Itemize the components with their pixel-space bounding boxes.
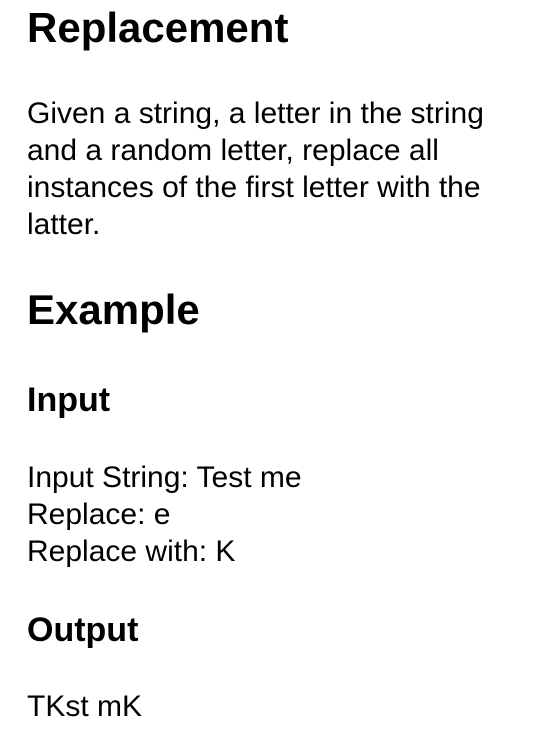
input-string-line: Input String: Test me	[27, 461, 302, 494]
page-title: Replacement	[27, 4, 289, 51]
input-heading: Input	[27, 381, 111, 419]
replace-line: Replace: e	[27, 498, 171, 531]
replace-with-line: Replace with: K	[27, 535, 236, 568]
description-line: and a random letter, replace all	[27, 134, 439, 167]
input-block: Input String: Test me Replace: e Replace…	[27, 459, 527, 570]
output-heading: Output	[27, 611, 139, 649]
description-line: instances of the first letter with the	[27, 171, 481, 204]
output-value: TKst mK	[27, 690, 143, 723]
example-heading: Example	[27, 286, 200, 333]
description-line: Given a string, a letter in the string	[27, 97, 484, 130]
description-paragraph: Given a string, a letter in the string a…	[27, 95, 527, 243]
description-line: latter.	[27, 208, 101, 241]
